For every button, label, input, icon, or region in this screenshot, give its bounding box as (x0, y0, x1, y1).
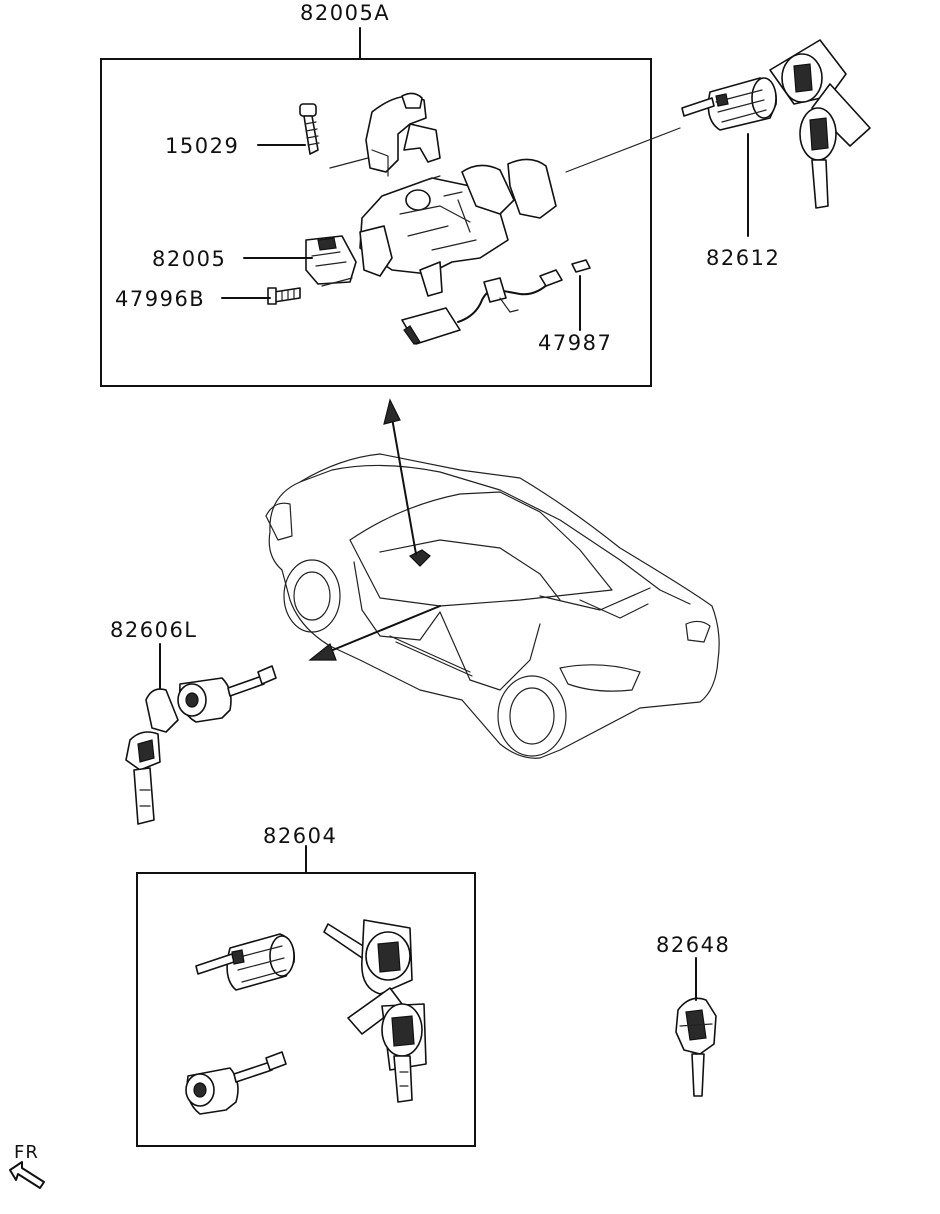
label-82005a[interactable]: 82005A (300, 1, 390, 25)
label-47996b[interactable]: 47996B (115, 287, 205, 311)
forward-direction-arrow-icon (9, 1161, 45, 1189)
direction-indicator: FR (9, 1142, 45, 1189)
part-47996b-screw[interactable] (267, 287, 301, 305)
part-82606l-door-cylinder[interactable] (125, 665, 277, 825)
label-direction: FR (14, 1142, 39, 1163)
car-outline-icon (265, 453, 720, 759)
arrow-to-door-lock (327, 605, 441, 653)
part-47987-harness[interactable] (401, 259, 591, 345)
cylinder-leader-top (565, 127, 681, 173)
label-15029[interactable]: 15029 (165, 134, 239, 158)
arrow-to-ignition (391, 417, 417, 555)
label-82005[interactable]: 82005 (152, 247, 226, 271)
arrow-head-ignition (383, 398, 401, 425)
set-82604-group: 82604 (136, 824, 476, 1147)
steering-lock-body (359, 158, 557, 297)
label-82612[interactable]: 82612 (706, 246, 780, 270)
set-82604-ignition-cylinder[interactable] (195, 933, 296, 991)
set-82604-keys[interactable] (323, 919, 427, 1103)
label-47987[interactable]: 47987 (538, 331, 612, 355)
assembly-82005a-group: 82005A 15029 (100, 1, 681, 387)
label-82604[interactable]: 82604 (263, 824, 337, 848)
part-82612-cylinder-set[interactable] (681, 39, 871, 209)
part-82648-key[interactable] (675, 997, 717, 1097)
set-82604-door-cylinder[interactable] (185, 1051, 287, 1115)
label-82606l[interactable]: 82606L (110, 618, 198, 642)
part-15029-screw[interactable] (299, 103, 369, 169)
arrow-head-door-lock (308, 643, 337, 661)
label-82648[interactable]: 82648 (656, 933, 730, 957)
part-82005-switch[interactable] (305, 235, 357, 287)
ignition-upper-bracket (365, 92, 441, 177)
assembly-82005a-frame (100, 58, 652, 387)
